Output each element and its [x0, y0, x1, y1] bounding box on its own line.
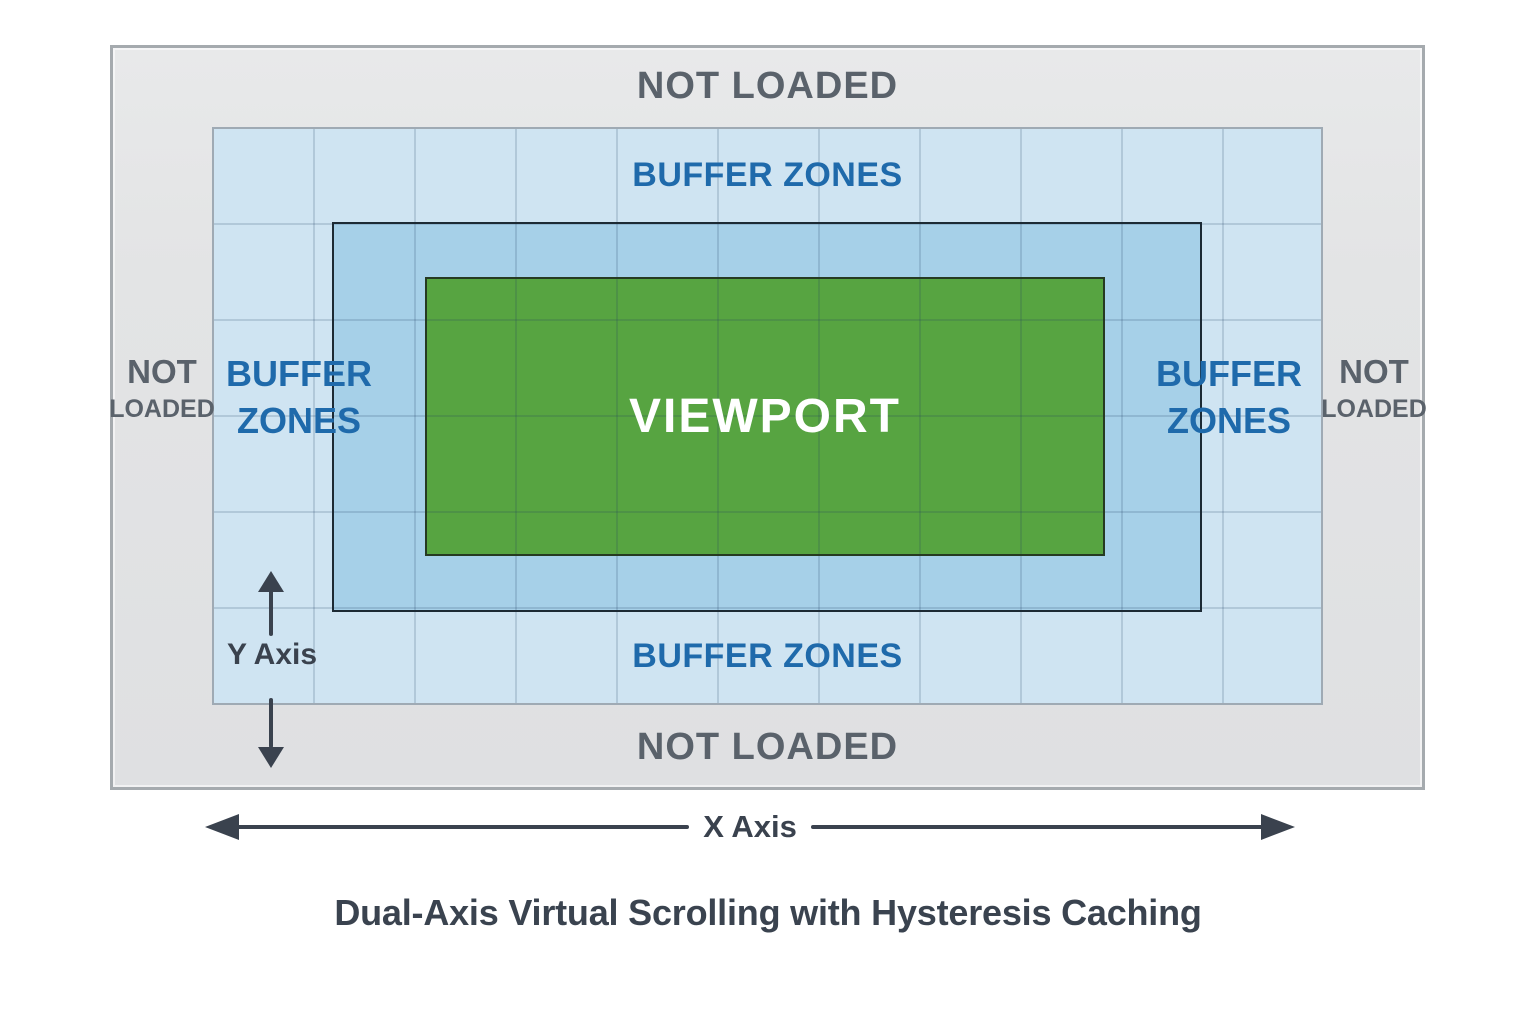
x-axis: X Axis	[205, 808, 1295, 846]
y-axis-arrow-up-shaft	[269, 590, 273, 636]
viewport-label: VIEWPORT	[628, 390, 901, 443]
not-loaded-label-right: NOT LOADED	[1321, 352, 1427, 426]
buffer-zones-label-top: BUFFER ZONES	[632, 155, 903, 194]
buffer-zones-right-line2: ZONES	[1166, 400, 1291, 441]
y-axis-label: Y Axis	[226, 638, 318, 671]
viewport-region	[425, 277, 1105, 556]
x-axis-arrow-left-icon	[205, 814, 239, 840]
not-loaded-right-line1: NOT	[1339, 353, 1409, 390]
not-loaded-label-top: NOT LOADED	[636, 64, 899, 107]
buffer-zones-left-line2: ZONES	[236, 400, 361, 441]
y-axis-arrow-down-icon	[258, 747, 284, 768]
buffer-zones-label-bottom: BUFFER ZONES	[632, 637, 903, 675]
buffer-zones-left-line1: BUFFER	[226, 353, 372, 394]
buffer-zone-inner-border	[332, 222, 1202, 612]
buffer-zones-right-line1: BUFFER	[1156, 353, 1302, 394]
x-axis-arrow-right-icon	[1261, 814, 1295, 840]
viewport-region-border	[425, 277, 1105, 556]
not-loaded-label-bottom: NOT LOADED	[636, 726, 899, 768]
y-axis-arrow-up-icon	[258, 571, 284, 592]
not-loaded-label-left: NOT LOADED	[109, 352, 215, 426]
x-axis-label: X Axis	[703, 809, 797, 844]
not-loaded-left-line1: NOT	[127, 353, 197, 390]
y-axis-arrow-down-shaft	[269, 698, 273, 748]
x-axis-line-left	[237, 825, 690, 829]
buffer-zones-label-right: BUFFER ZONES	[1148, 350, 1310, 444]
not-loaded-right-line2: LOADED	[1321, 395, 1427, 423]
buffer-zones-label-left: BUFFER ZONES	[218, 350, 380, 444]
diagram-title: Dual-Axis Virtual Scrolling with Hystere…	[334, 892, 1202, 933]
x-axis-line-right	[810, 825, 1263, 829]
not-loaded-left-line2: LOADED	[109, 395, 215, 423]
